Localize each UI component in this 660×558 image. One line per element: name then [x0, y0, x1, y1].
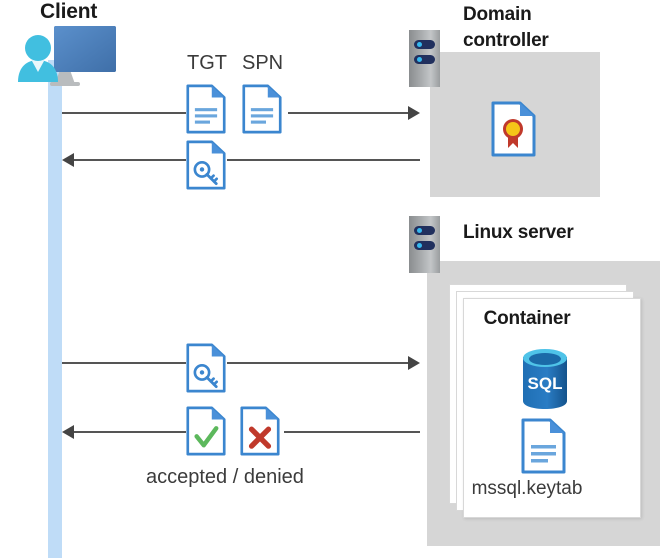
accepted-check-document-icon	[186, 406, 226, 456]
msg1-line-right	[288, 112, 408, 114]
msg3-line-right	[227, 362, 408, 364]
linux-server-label: Linux server	[463, 222, 574, 243]
spn-document-icon	[242, 84, 282, 134]
msg1-arrowhead	[408, 106, 420, 120]
tgt-document-icon	[186, 84, 226, 134]
client-computer-icon	[8, 22, 118, 92]
msg4-arrowhead	[62, 425, 74, 439]
msg2-line-left	[74, 159, 186, 161]
keytab-document-icon	[521, 418, 566, 474]
accepted-denied-label: accepted / denied	[146, 466, 304, 488]
msg4-line-left	[74, 431, 186, 433]
msg1-line-left	[62, 112, 186, 114]
client-label: Client	[40, 0, 98, 23]
linux-server-rack-icon	[409, 216, 440, 273]
certificate-document-icon	[491, 101, 536, 157]
keytab-filename-label: mssql.keytab	[471, 478, 583, 499]
msg3-arrowhead	[408, 356, 420, 370]
denied-cross-document-icon	[240, 406, 280, 456]
service-ticket-key-document-icon	[186, 343, 226, 393]
sql-database-icon: SQL	[517, 347, 573, 411]
domain-controller-label: Domain controller	[463, 2, 613, 54]
client-lifeline	[48, 60, 62, 558]
msg2-line-right	[227, 159, 420, 161]
tgt-label: TGT	[187, 52, 227, 74]
domain-controller-label-line1: Domain	[463, 4, 532, 25]
domain-controller-label-line2: controller	[463, 30, 549, 51]
domain-controller-rack-icon	[409, 30, 440, 87]
msg4-line-right	[284, 431, 420, 433]
container-label: Container	[483, 308, 571, 329]
svg-text:SQL: SQL	[528, 374, 563, 393]
spn-label: SPN	[242, 52, 284, 74]
msg3-line-left	[62, 362, 186, 364]
ticket-key-document-icon	[186, 140, 226, 190]
msg2-arrowhead	[62, 153, 74, 167]
